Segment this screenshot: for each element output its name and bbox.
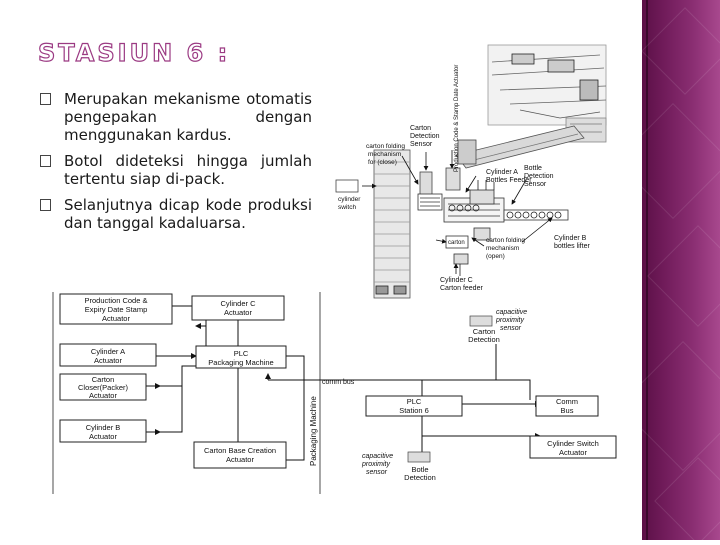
carton-detection-sensor-label: Carton <box>410 125 431 132</box>
bottle-detection-sensor-label: Bottle <box>524 165 542 172</box>
carton-folding-close-label: for (close) <box>368 159 397 166</box>
machine-labels: Carton Detection Sensor Production Code … <box>338 65 590 292</box>
cylinder-c-label: Cylinder C <box>440 277 473 284</box>
block-text: Bus <box>561 406 574 415</box>
block-text: Closer(Packer) <box>78 383 129 392</box>
packaging-machine-vertical-label: Packaging Machine <box>309 396 318 466</box>
cylinder-b-label: bottles lifter <box>554 243 590 250</box>
block-text: Actuator <box>224 308 252 317</box>
block-labels: Production Code & Expiry Date Stamp Actu… <box>78 296 599 482</box>
carton-folding-close-label: carton folding <box>366 143 405 150</box>
comm-bus-block <box>535 395 599 417</box>
block-text: Actuator <box>226 455 254 464</box>
bullet-item: Selanjutnya dicap kode produksi dan tang… <box>38 196 312 232</box>
machine-sketch <box>487 44 607 143</box>
block-text: Packaging Machine <box>208 358 273 367</box>
checkbox-bullet-icon <box>40 155 51 167</box>
bottle-detection-sensor-label: Sensor <box>524 181 547 188</box>
block-diagram: Production Code & Expiry Date Stamp Actu… <box>52 292 617 494</box>
block-text: PLC <box>234 349 249 358</box>
block-text: Actuator <box>89 432 117 441</box>
machine-drawing <box>335 44 607 299</box>
stamp-actuator-block <box>59 293 173 325</box>
bullet-item: Merupakan mekanisme otomatis pengepakan … <box>38 90 312 144</box>
block-text: Carton Base Creation <box>204 446 276 455</box>
capacitive-sensor-icon <box>407 451 431 463</box>
sensor-labels: capacitive proximity sensor capacitive p… <box>361 309 527 476</box>
block-text: Actuator <box>559 448 587 457</box>
block-text: Comm <box>556 397 578 406</box>
sensor-text: sensor <box>500 325 522 332</box>
carton-detection-sensor-label: Detection <box>410 133 440 140</box>
carton-base-actuator-block <box>193 441 287 469</box>
block-text: Carton <box>92 375 115 384</box>
sensor-text: proximity <box>495 317 525 324</box>
carton-detection-sensor-label: Sensor <box>410 141 433 148</box>
cylinder-switch-label: cylinder <box>338 196 361 203</box>
cylinder-a-label: Cylinder A <box>486 169 518 176</box>
carton-closer-actuator-block <box>59 373 147 401</box>
block-text: Detection <box>468 335 500 344</box>
figure-area: Carton Detection Sensor Production Code … <box>52 44 617 494</box>
block-text: Detection <box>404 473 436 482</box>
cylinder-c-actuator-block <box>191 295 285 321</box>
block-text: Actuator <box>89 391 117 400</box>
carton-label: carton <box>448 240 465 246</box>
carton-folding-open-label: (open) <box>486 253 505 260</box>
checkbox-bullet-icon <box>40 199 51 211</box>
sensor-text: capacitive <box>362 453 393 460</box>
comm-bus-label: comm bus <box>322 379 355 386</box>
bullet-text: Merupakan mekanisme otomatis pengepakan … <box>64 90 312 144</box>
block-text: Actuator <box>102 314 130 323</box>
checkbox-bullet-icon <box>40 93 51 105</box>
block-text: Cylinder B <box>86 423 121 432</box>
capacitive-sensor-icon <box>469 315 493 327</box>
production-code-stamp-label: Production Code & Stamp Date Actuator <box>454 65 460 172</box>
carton-folding-open-label: mechanism <box>486 245 519 252</box>
block-text: Station 6 <box>399 406 429 415</box>
cylinder-b-label: Cylinder B <box>554 235 587 242</box>
cylinder-switch-label: switch <box>338 204 356 211</box>
cylinder-c-label: Carton feeder <box>440 285 483 292</box>
sensor-text: sensor <box>366 469 388 476</box>
block-text: Cylinder Switch <box>547 439 599 448</box>
cylinder-a-label: Bottles Feeder <box>486 177 532 184</box>
cylinder-b-actuator-block <box>59 419 147 443</box>
block-text: Actuator <box>94 356 122 365</box>
block-text: Production Code & <box>85 296 148 305</box>
bullet-text: Selanjutnya dicap kode produksi dan tang… <box>64 196 312 232</box>
bullet-list: Merupakan mekanisme otomatis pengepakan … <box>38 90 312 240</box>
block-text: PLC <box>407 397 422 406</box>
plc-station-block <box>365 395 463 417</box>
sensor-text: capacitive <box>496 309 527 316</box>
cylinder-a-actuator-block <box>59 343 157 367</box>
block-text: Cylinder A <box>91 347 125 356</box>
block-text: Expiry Date Stamp <box>85 305 148 314</box>
carton-folding-open-label: carton folding <box>486 237 525 244</box>
block-text: Carton <box>473 327 496 336</box>
bullet-item: Botol dideteksi hingga jumlah tertentu s… <box>38 152 312 188</box>
bottle-detection-sensor-label: Detection <box>524 173 554 180</box>
carton-folding-close-label: mechanism <box>368 151 401 158</box>
block-text: Cylinder C <box>220 299 256 308</box>
bullet-text: Botol dideteksi hingga jumlah tertentu s… <box>64 152 312 188</box>
decorative-side-bar <box>615 0 720 545</box>
plc-packaging-machine-block <box>195 345 287 369</box>
slide-title: STASIUN 6 : <box>37 39 231 67</box>
cylinder-switch-actuator-block <box>529 435 617 459</box>
block-text: Botle <box>411 465 428 474</box>
sensor-text: proximity <box>361 461 391 468</box>
